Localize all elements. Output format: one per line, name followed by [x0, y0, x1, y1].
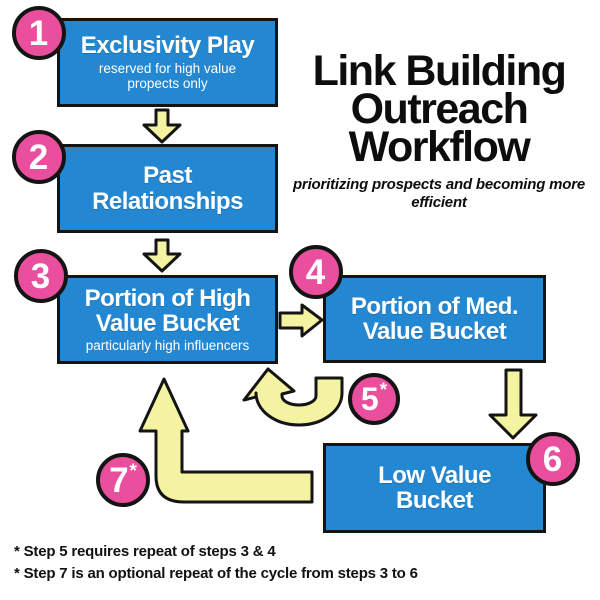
- step-badge-2: 2: [12, 130, 66, 184]
- down-arrow-step1-to-step2-icon: [142, 108, 182, 144]
- footnote-step7: * Step 7 is an optional repeat of the cy…: [14, 565, 418, 582]
- box-high-value-bucket: Portion of High Value Bucket particularl…: [57, 275, 278, 364]
- box-exclusivity-play: Exclusivity Play reserved for high value…: [57, 18, 278, 107]
- box-past-relationships-title: Past Relationships: [92, 162, 243, 215]
- footnotes-block: * Step 5 requires repeat of steps 3 & 4 …: [14, 541, 418, 585]
- step-number-7: 7: [109, 460, 129, 500]
- step-number-4: 4: [305, 252, 326, 292]
- diagram-subtitle: prioritizing prospects and becoming more…: [292, 176, 586, 211]
- step-badge-4: 4: [289, 245, 343, 299]
- box-med-value-bucket: Portion of Med. Value Bucket: [323, 275, 546, 363]
- diagram-title-block: Link Building Outreach Workflow prioriti…: [286, 47, 592, 212]
- step-badge-7: 7*: [96, 453, 150, 507]
- title-line-3: Workflow: [348, 123, 531, 171]
- title-line-2: Outreach: [350, 85, 529, 133]
- footnote-step5: * Step 5 requires repeat of steps 3 & 4: [14, 543, 276, 560]
- u-turn-arrow-step5-icon: [242, 367, 344, 427]
- down-arrow-step2-to-step3-icon: [142, 238, 182, 273]
- step-asterisk-5: *: [379, 379, 388, 401]
- step-badge-3: 3: [14, 249, 68, 303]
- box-past-relationships: Past Relationships: [57, 144, 278, 233]
- box-exclusivity-play-title: Exclusivity Play: [80, 32, 255, 60]
- title-line-1: Link Building: [312, 47, 567, 95]
- right-arrow-step3-to-step4-icon: [278, 303, 324, 338]
- step-number-6: 6: [542, 439, 563, 479]
- step-badge-1: 1: [12, 6, 66, 60]
- step-badge-5: 5*: [348, 373, 400, 425]
- step-number-1: 1: [28, 13, 49, 53]
- step-badge-6: 6: [526, 432, 580, 486]
- box-med-value-bucket-title: Portion of Med. Value Bucket: [350, 292, 519, 345]
- box-high-value-bucket-title: Portion of High Value Bucket: [84, 284, 251, 337]
- box-exclusivity-play-subtitle: reserved for high value propects only: [98, 60, 237, 92]
- bent-arrow-step7-cycle-icon: [138, 377, 314, 504]
- down-arrow-step4-to-step6-icon: [488, 368, 538, 440]
- step-number-2: 2: [28, 137, 49, 177]
- step-number-5: 5: [360, 381, 379, 417]
- step-asterisk-7: *: [129, 460, 137, 482]
- box-low-value-bucket-title: Low Value Bucket: [378, 461, 491, 514]
- step-number-3: 3: [30, 256, 51, 296]
- box-low-value-bucket: Low Value Bucket: [323, 443, 546, 533]
- box-high-value-bucket-subtitle: particularly high influencers: [85, 337, 250, 353]
